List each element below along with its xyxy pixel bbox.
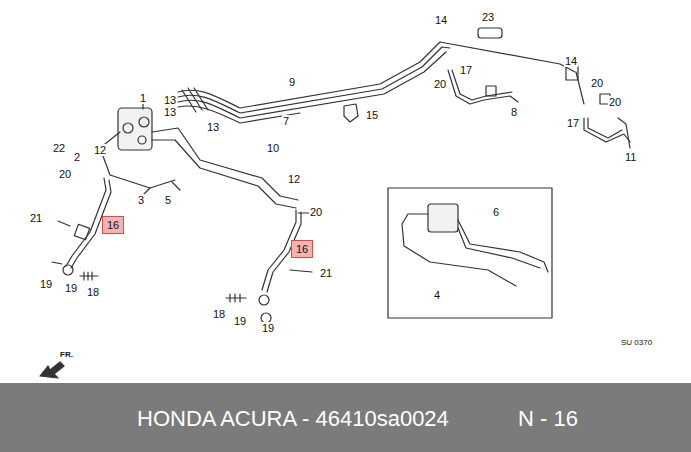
callout-number: 19 — [261, 322, 275, 334]
callout-number: 15 — [365, 109, 379, 121]
callout-number: 21 — [319, 267, 333, 279]
callout-number: 1 — [139, 92, 147, 104]
callout-number: 14 — [434, 14, 448, 26]
callout-number: 11 — [624, 151, 637, 163]
callout-number: 4 — [433, 289, 441, 301]
callout-number: 19 — [233, 315, 247, 327]
callout-number: 18 — [86, 286, 100, 298]
callout-number: 19 — [64, 282, 78, 294]
callout-number: 13 — [163, 106, 177, 118]
caption-text: N - 16 — [518, 406, 578, 432]
callout-number: 14 — [564, 55, 578, 67]
callout-number: 13 — [206, 121, 220, 133]
callout-number: 10 — [266, 142, 280, 154]
note-text: FR. — [59, 350, 74, 359]
callout-number: 2 — [73, 151, 81, 163]
callout-number: 9 — [288, 76, 296, 88]
highlight-box: 16 — [291, 240, 313, 258]
callout-number: 16 — [296, 243, 308, 255]
callout-number: 18 — [212, 308, 226, 320]
callout-number: 22 — [52, 142, 66, 154]
callout-number: 16 — [107, 219, 119, 231]
callout-number: 7 — [282, 115, 290, 127]
callout-number: 20 — [608, 96, 622, 108]
callout-number: 20 — [309, 206, 323, 218]
callout-number: 17 — [566, 117, 580, 129]
callout-number: 20 — [58, 168, 72, 180]
callout-number: 12 — [93, 144, 107, 156]
callout-number: 12 — [287, 173, 301, 185]
callout-number: 21 — [29, 212, 43, 224]
caption-text: HONDA ACURA - 46410sa0024 — [137, 406, 449, 432]
callout-number: 20 — [433, 78, 447, 90]
callout-number: 13 — [163, 94, 177, 106]
note-text: SU 0370 — [620, 338, 653, 347]
callout-number: 23 — [481, 11, 495, 23]
callout-number: 17 — [459, 64, 473, 76]
callout-number: 20 — [590, 77, 604, 89]
callout-number: 19 — [39, 278, 53, 290]
callout-number: 6 — [492, 206, 500, 218]
callout-number: 8 — [510, 106, 518, 118]
highlight-box: 16 — [102, 216, 124, 234]
callout-number: 5 — [164, 194, 172, 206]
callout-number: 3 — [137, 194, 145, 206]
